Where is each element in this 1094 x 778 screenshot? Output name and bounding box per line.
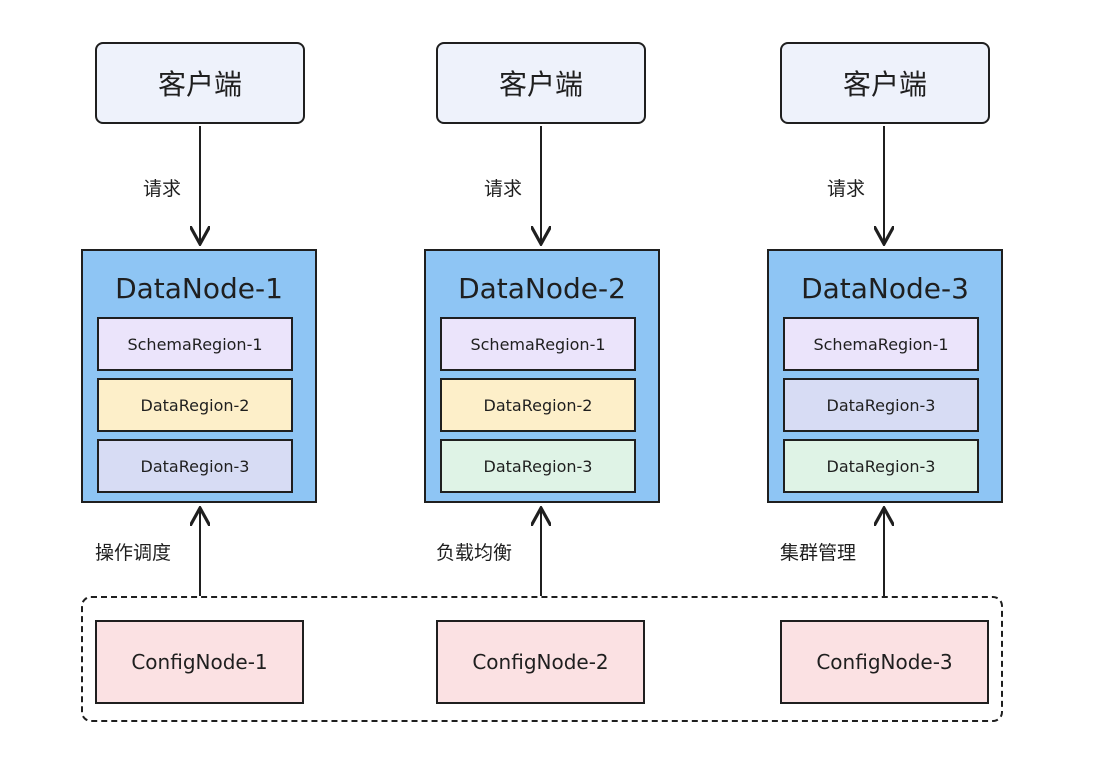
client-box-2: 客户端	[436, 42, 646, 124]
datanode-title: DataNode-2	[458, 272, 626, 305]
datanode-title: DataNode-1	[115, 272, 283, 305]
region-box: DataRegion-3	[783, 439, 979, 493]
region-box: DataRegion-2	[97, 378, 293, 432]
datanode-box-3: DataNode-3 SchemaRegion-1 DataRegion-3 D…	[767, 249, 1003, 503]
region-box: DataRegion-2	[440, 378, 636, 432]
datanode-title: DataNode-3	[801, 272, 969, 305]
datanode-box-2: DataNode-2 SchemaRegion-1 DataRegion-2 D…	[424, 249, 660, 503]
region-box: DataRegion-3	[440, 439, 636, 493]
confignode-box-1: ConfigNode-1	[95, 620, 304, 704]
confignode-box-2: ConfigNode-2	[436, 620, 645, 704]
support-label-3: 集群管理	[780, 542, 857, 564]
region-box: SchemaRegion-1	[97, 317, 293, 371]
region-box: SchemaRegion-1	[440, 317, 636, 371]
request-label-2: 请求	[484, 178, 523, 200]
datanode-box-1: DataNode-1 SchemaRegion-1 DataRegion-2 D…	[81, 249, 317, 503]
region-box: DataRegion-3	[97, 439, 293, 493]
confignode-box-3: ConfigNode-3	[780, 620, 989, 704]
confignode-group	[81, 596, 1003, 722]
support-label-2: 负载均衡	[436, 542, 513, 564]
region-box: SchemaRegion-1	[783, 317, 979, 371]
client-box-1: 客户端	[95, 42, 305, 124]
support-label-1: 操作调度	[95, 542, 172, 564]
request-label-3: 请求	[827, 178, 866, 200]
request-label-1: 请求	[143, 178, 182, 200]
region-box: DataRegion-3	[783, 378, 979, 432]
client-box-3: 客户端	[780, 42, 990, 124]
